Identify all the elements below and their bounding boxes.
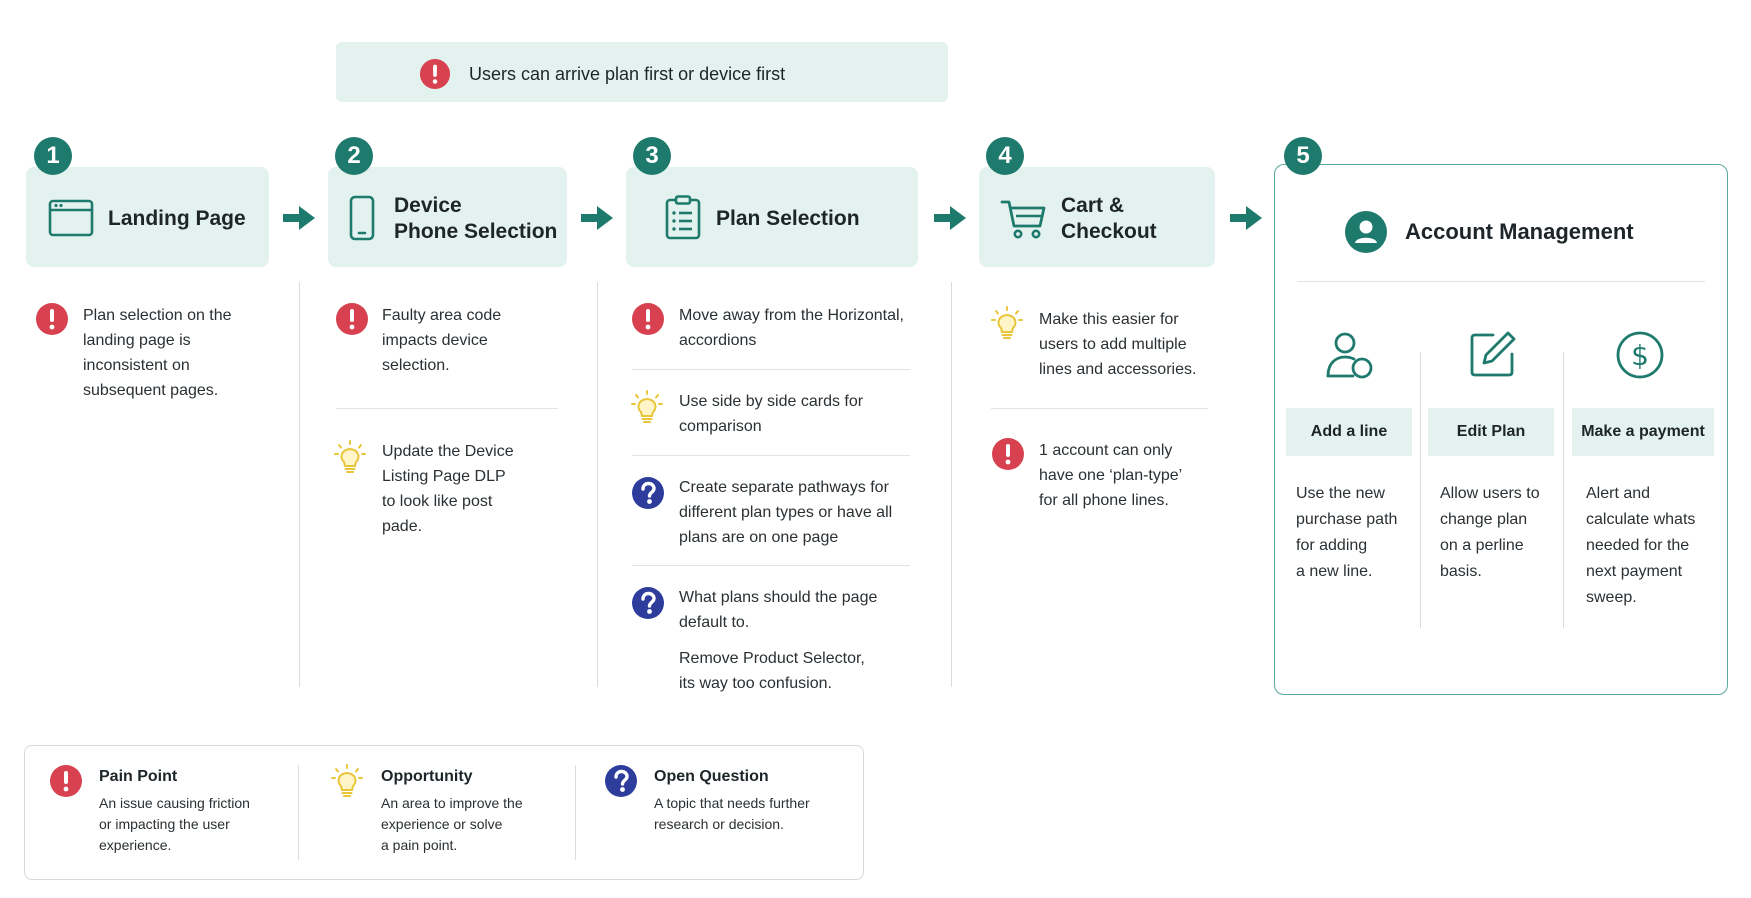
note-text: Use side by side cards for comparison xyxy=(679,393,864,435)
step-title: Landing Page xyxy=(108,207,246,230)
note-text: Faulty area code impacts device selectio… xyxy=(382,307,502,374)
pain-point-icon xyxy=(49,764,83,798)
dollar-coin-icon: $ xyxy=(1616,331,1664,379)
legend-panel xyxy=(24,745,864,880)
flow-arrow-icon xyxy=(1228,203,1264,233)
user-add-icon xyxy=(1326,332,1373,379)
column-divider xyxy=(597,282,598,687)
pain-point-icon xyxy=(631,302,665,336)
step-title-line2: Phone Selection xyxy=(394,220,558,243)
step-number: 4 xyxy=(986,137,1024,175)
step-title: Plan Selection xyxy=(716,207,860,230)
pain-point-icon xyxy=(419,58,451,90)
shopping-cart-icon xyxy=(1000,200,1046,239)
column-divider xyxy=(951,282,952,687)
note-text: Remove Product Selector, its way too con… xyxy=(679,650,865,692)
legend-text: An area to improve the experience or sol… xyxy=(381,795,523,853)
note-text: Create separate pathways for different p… xyxy=(679,479,893,546)
note-text: What plans should the page default to. xyxy=(679,589,878,631)
sub-column-divider xyxy=(1420,352,1421,628)
column-divider xyxy=(299,282,300,687)
pain-point-icon xyxy=(35,302,69,336)
banner-text: Users can arrive plan first or device fi… xyxy=(469,64,786,84)
step-number: 5 xyxy=(1284,137,1322,175)
legend-divider xyxy=(298,765,299,860)
step-number: 1 xyxy=(34,137,72,175)
step-device-selection[interactable] xyxy=(328,167,567,267)
note-divider xyxy=(991,408,1208,409)
step-number: 2 xyxy=(335,137,373,175)
note-text: Update the Device Listing Page DLP to lo… xyxy=(382,443,514,535)
note-text: Move away from the Horizontal, accordion… xyxy=(679,307,904,349)
note-text: 1 account can only have one ‘plan-type’ … xyxy=(1039,442,1183,509)
panel-divider xyxy=(1297,281,1705,282)
note-text: Plan selection on the landing page is in… xyxy=(83,307,232,399)
note-divider xyxy=(632,369,910,370)
note-divider xyxy=(632,565,910,566)
note-divider xyxy=(336,408,558,409)
opportunity-icon xyxy=(630,390,664,424)
edit-plan-button[interactable]: Edit Plan xyxy=(1428,408,1554,456)
sub-column-divider xyxy=(1563,352,1564,628)
legend-title: Open Question xyxy=(654,768,769,785)
opportunity-icon xyxy=(333,440,367,474)
user-avatar-icon xyxy=(1345,211,1387,253)
note-text: Make this easier for users to add multip… xyxy=(1039,311,1197,378)
browser-window-icon xyxy=(48,199,94,237)
legend-title: Pain Point xyxy=(99,768,178,785)
step-landing-page[interactable] xyxy=(26,167,269,267)
sub-text: Alert and calculate whats needed for the… xyxy=(1586,485,1696,606)
step-title-line2: Checkout xyxy=(1061,220,1157,243)
legend-text: A topic that needs further research or d… xyxy=(654,795,810,832)
step-number: 3 xyxy=(633,137,671,175)
sub-text: Allow users to change plan on a perline … xyxy=(1440,485,1540,580)
smartphone-icon xyxy=(349,195,375,241)
open-question-icon xyxy=(631,476,665,510)
legend-text: An issue causing friction or impacting t… xyxy=(99,795,250,853)
account-management-title: Account Management xyxy=(1405,219,1634,244)
clipboard-list-icon xyxy=(665,195,701,240)
open-question-icon xyxy=(604,764,638,798)
sub-text: Use the new purchase path for adding a n… xyxy=(1296,485,1398,580)
pain-point-icon xyxy=(335,302,369,336)
add-line-button[interactable]: Add a line xyxy=(1286,408,1412,456)
note-divider xyxy=(632,455,910,456)
svg-text:$: $ xyxy=(1631,339,1649,372)
legend-title: Opportunity xyxy=(381,768,473,785)
step-title-line1: Device xyxy=(394,194,462,217)
step-plan-selection[interactable] xyxy=(626,167,918,267)
open-question-icon xyxy=(631,586,665,620)
flow-arrow-icon xyxy=(579,203,615,233)
opportunity-icon xyxy=(990,306,1024,340)
edit-pencil-icon xyxy=(1470,331,1516,377)
opportunity-icon xyxy=(330,764,364,798)
make-payment-button[interactable]: Make a payment xyxy=(1572,408,1714,456)
pain-point-icon xyxy=(991,437,1025,471)
legend-divider xyxy=(575,765,576,860)
step-title-line1: Cart & xyxy=(1061,194,1125,217)
flow-arrow-icon xyxy=(932,203,968,233)
flow-arrow-icon xyxy=(281,203,317,233)
